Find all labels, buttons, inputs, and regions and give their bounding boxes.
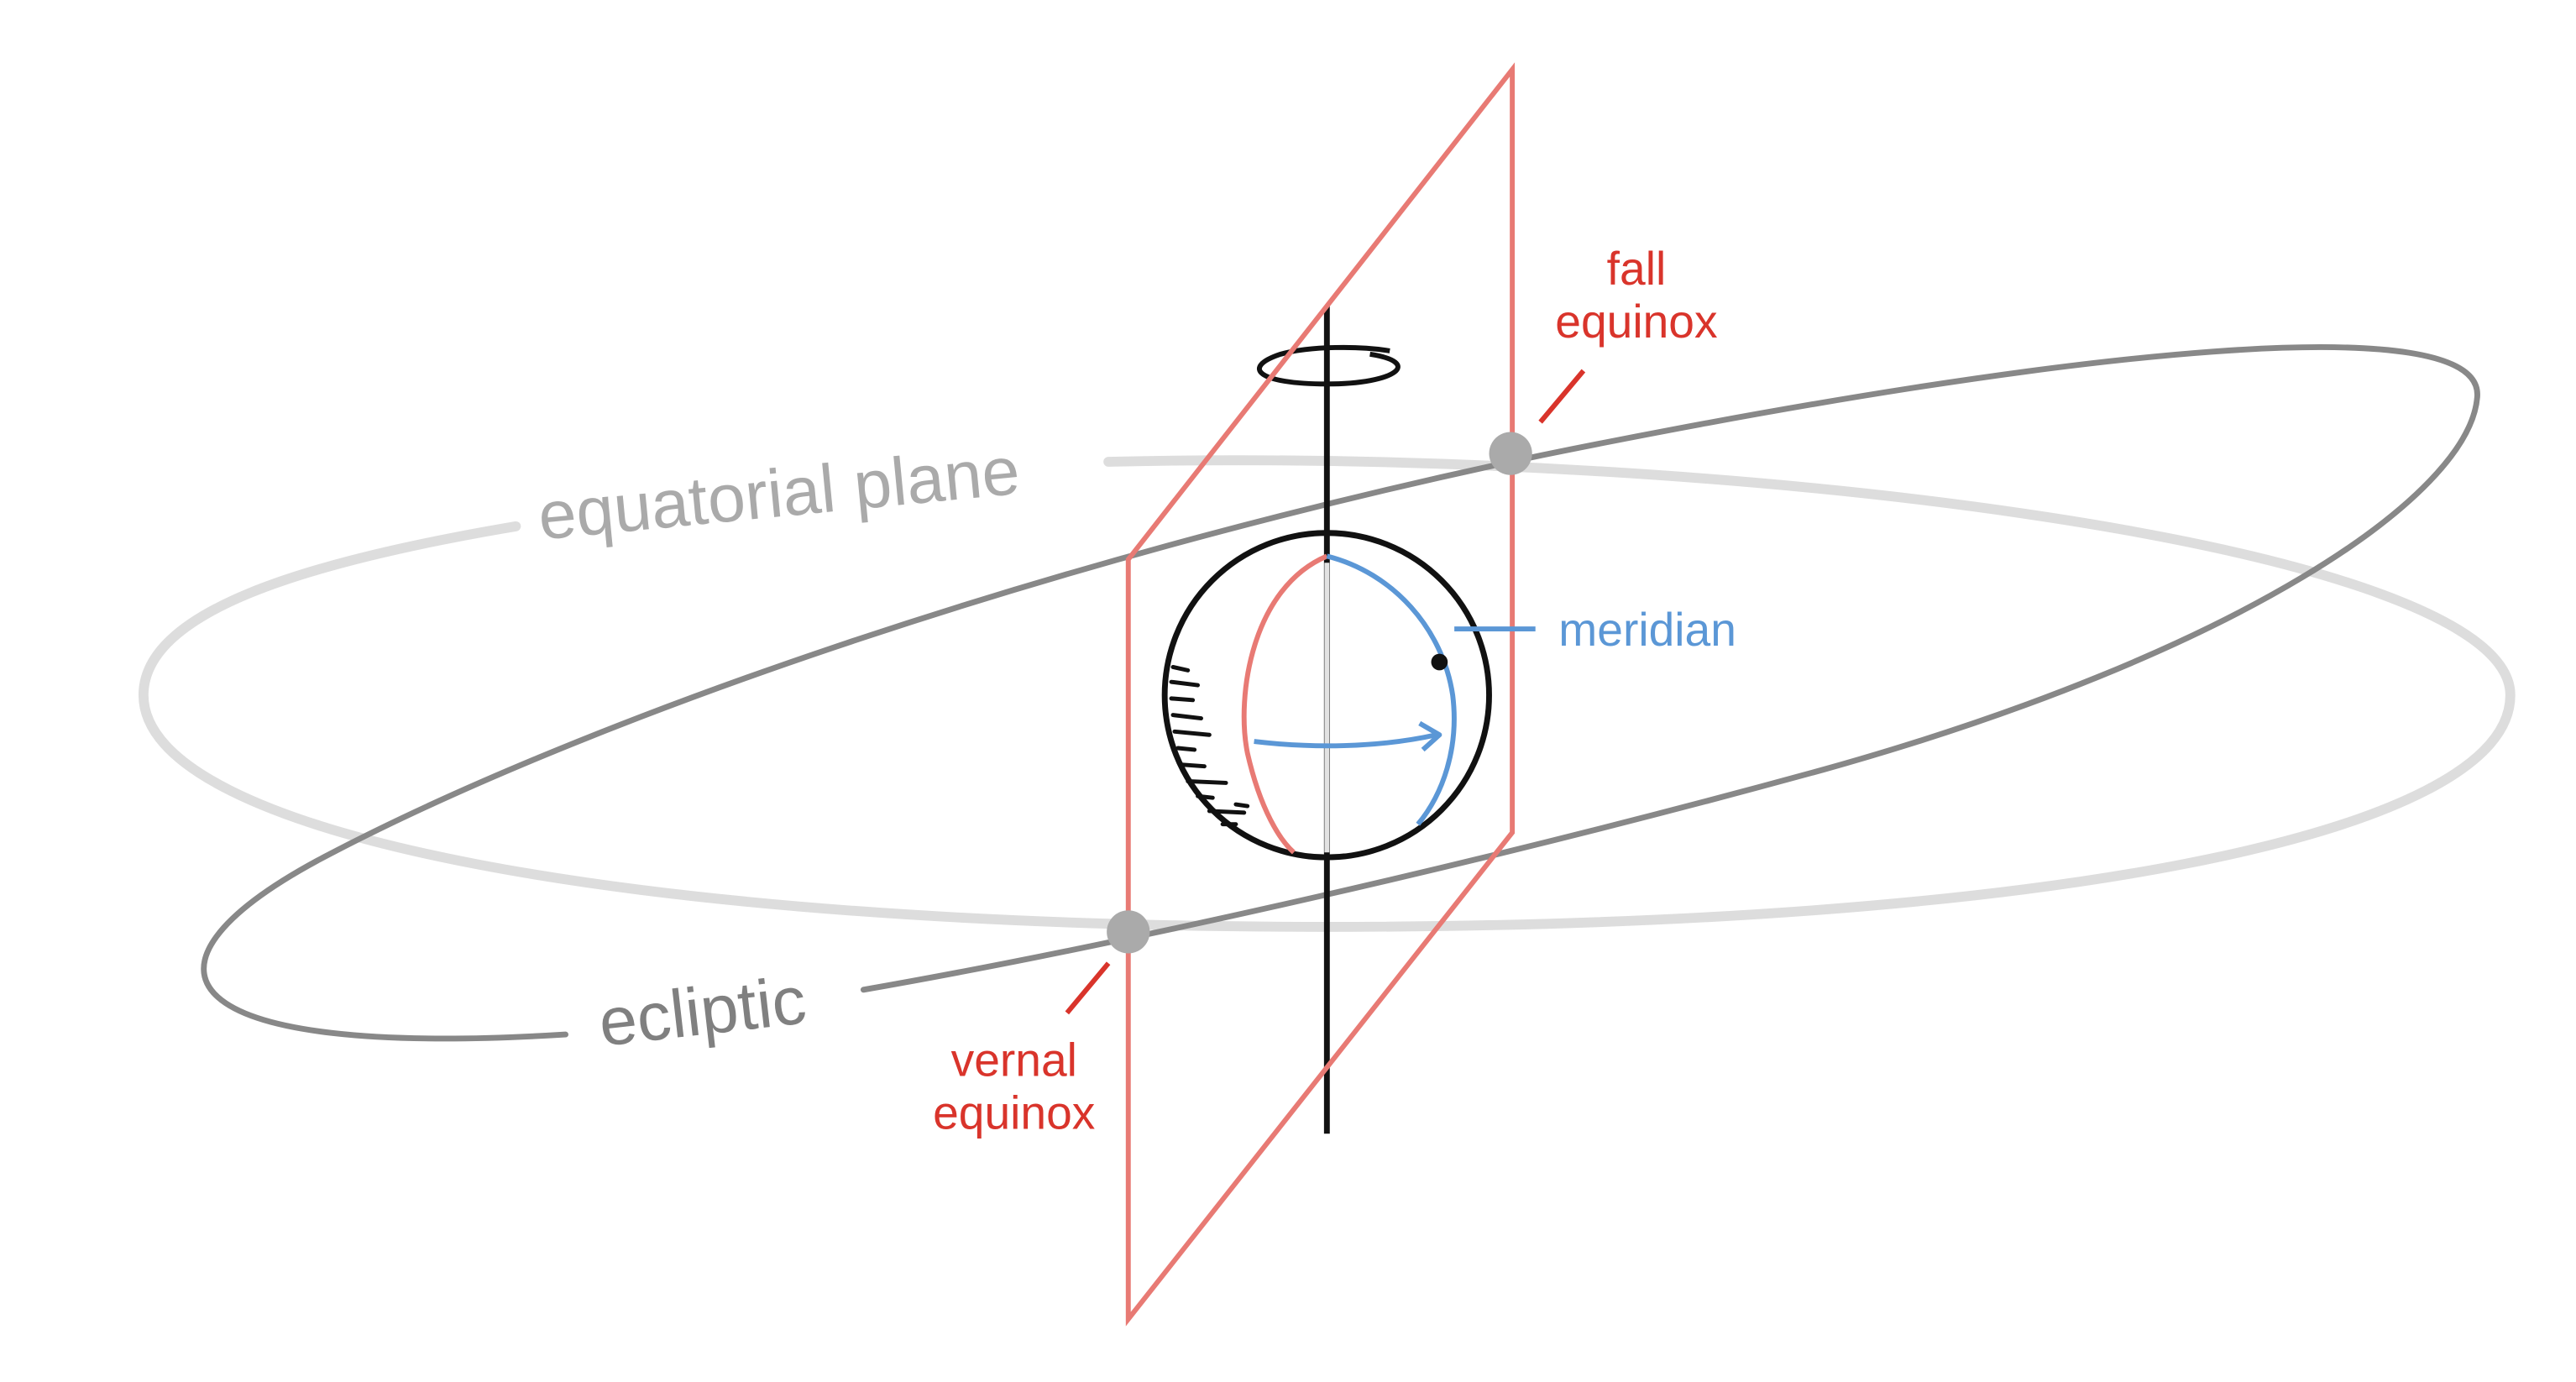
ecliptic-ellipse (201, 344, 2480, 1042)
rotation-arrow-icon (1257, 344, 1401, 387)
meridian-label: meridian (1558, 604, 1736, 656)
equatorial-plane-label: equatorial plane (535, 433, 1023, 555)
earth-sphere (1161, 530, 1492, 861)
direction-arrow (1254, 732, 1437, 749)
vernal-equinox-point (1107, 910, 1150, 954)
vernal-equinox-label-line1: vernal (951, 1034, 1077, 1086)
fall-equinox-point (1489, 432, 1532, 475)
equinox-meridian-arc (1241, 553, 1328, 855)
vernal-equinox-label-line2: equinox (933, 1086, 1095, 1139)
ecliptic-label: ecliptic (595, 962, 810, 1060)
fall-equinox-label-line2: equinox (1555, 296, 1717, 348)
fall-equinox-label-line1: fall (1607, 243, 1667, 295)
observer-dot (1431, 653, 1448, 671)
vernal-equinox-leader (1065, 961, 1111, 1015)
meridian-arc (1326, 553, 1457, 826)
equatorial-plane-ellipse (138, 455, 2516, 932)
night-side-hatching (1169, 664, 1250, 827)
equinox-plane (1125, 62, 1516, 1327)
fall-equinox-leader (1538, 369, 1586, 424)
direction-arrowhead-icon (1418, 720, 1442, 752)
